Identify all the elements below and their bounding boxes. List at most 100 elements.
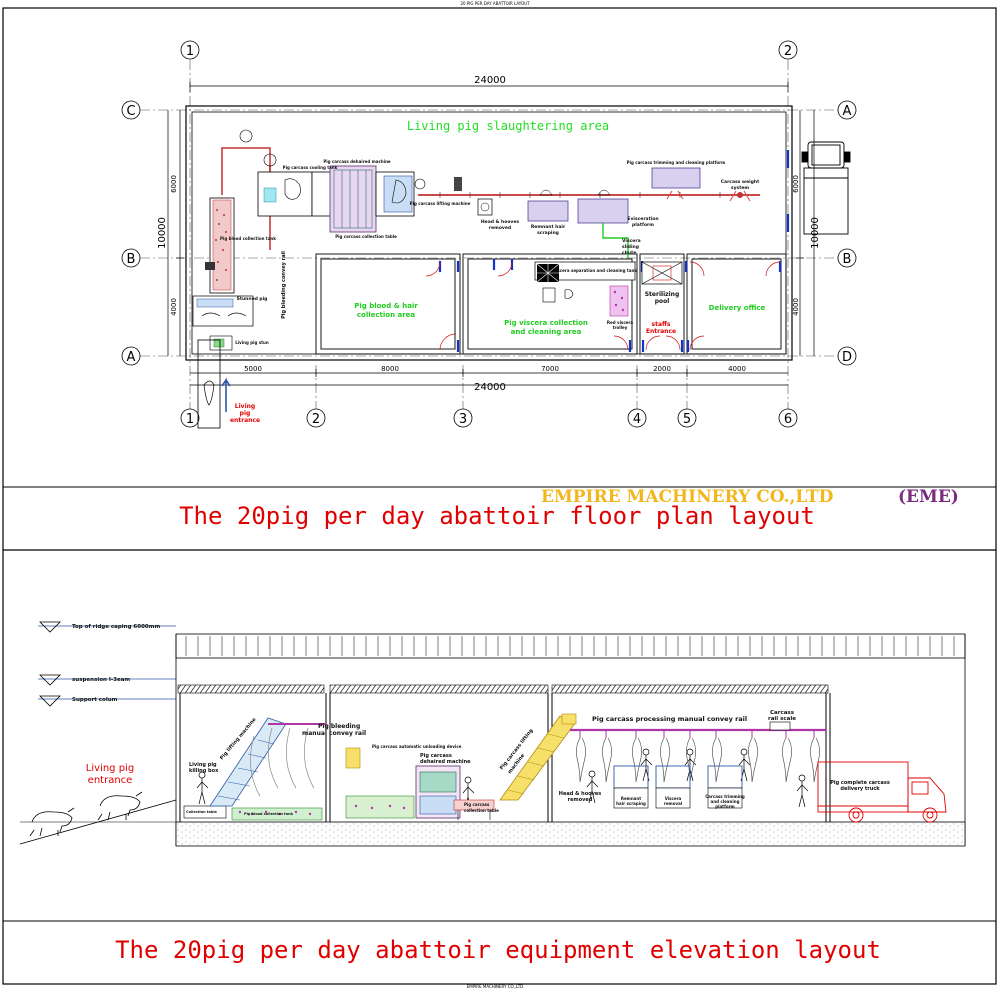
bottom-dim: 2000 bbox=[653, 365, 671, 373]
label-viscera-chute-3: chute bbox=[622, 250, 636, 256]
hanging-carcass bbox=[632, 732, 642, 783]
label-delivery-truck: Pig complete carcass bbox=[830, 780, 890, 786]
label-remnant: Remnant bbox=[621, 796, 641, 801]
label-head-hooves: Head & hooves bbox=[481, 219, 520, 225]
elevation-title: The 20pig per day abattoir equipment ele… bbox=[115, 936, 881, 964]
bottom-dim: 5000 bbox=[244, 365, 262, 373]
area-label-slaughtering: Living pig slaughtering area bbox=[407, 119, 609, 133]
i-beam bbox=[177, 684, 829, 694]
label-staff-entrance: staffs bbox=[652, 321, 671, 328]
roof-ribs bbox=[185, 636, 955, 656]
label-head-hooves-2: removed bbox=[489, 225, 511, 231]
svg-text:1: 1 bbox=[186, 412, 194, 427]
grid-bubble-right-d: D bbox=[837, 346, 857, 366]
right-total-dim: 10000 bbox=[810, 217, 821, 249]
grid-bubble-top-1: 1 bbox=[180, 40, 200, 60]
label-stunned: Stunned pig bbox=[237, 296, 268, 302]
label-lifting: Pig carcass lifting machine bbox=[410, 201, 471, 206]
hanging-carcass bbox=[660, 732, 670, 783]
station-tables bbox=[613, 787, 743, 809]
label-trimming: Pig carcass trimming and cleaning platfo… bbox=[627, 160, 726, 165]
sheet-border bbox=[2, 7, 997, 985]
label-weight: Carcass weight bbox=[721, 179, 760, 185]
svg-text:2: 2 bbox=[312, 412, 320, 427]
dehairing-block bbox=[257, 165, 426, 233]
label-blood-tank: Pig blood collection tank bbox=[220, 236, 276, 241]
dehairing-machine bbox=[415, 765, 461, 819]
dimension-lines bbox=[167, 82, 815, 386]
left-dim: 6000 bbox=[170, 175, 178, 193]
hanging-carcass bbox=[686, 732, 696, 783]
label-red-viscera: Red viscera bbox=[607, 320, 633, 325]
label-trimming-3: platform bbox=[715, 804, 734, 809]
processing-stations bbox=[613, 765, 743, 789]
svg-text:A: A bbox=[843, 104, 852, 119]
area-label-viscera-2: and cleaning area bbox=[511, 328, 582, 336]
label-unloading: Pig carcass automatic unloading device bbox=[372, 744, 462, 749]
grid-bubble-left-a: A bbox=[121, 346, 141, 366]
label-dehaired: Pig carcass dehaired machine bbox=[323, 159, 391, 164]
label-pig-entrance: Living bbox=[235, 403, 255, 410]
grid-bubble-right-a: A bbox=[837, 100, 857, 120]
label-sterilizing: Sterilizing bbox=[645, 291, 680, 298]
label-bleeding-rail-2: manual convey rail bbox=[302, 730, 366, 737]
hanging-carcass bbox=[810, 732, 820, 783]
label-killing-box: Living pig bbox=[189, 762, 217, 768]
level-ridge: Top of ridge caping 6000mm bbox=[72, 624, 160, 630]
svg-text:5: 5 bbox=[683, 412, 691, 427]
entrance-ramp bbox=[19, 799, 177, 845]
label-red-viscera-2: trolley bbox=[613, 325, 628, 330]
label-collection-small: Collection table bbox=[186, 810, 218, 814]
label-trimming: Carcass trimming bbox=[705, 794, 745, 799]
label-living-pig-entrance-2: entrance bbox=[88, 775, 133, 786]
label-viscera-tank: Viscera separation and cleaning tank bbox=[553, 268, 637, 273]
svg-text:A: A bbox=[127, 350, 136, 365]
label-delivery-truck-2: delivery truck bbox=[840, 786, 880, 792]
grid-bubble-bottom-5: 5 bbox=[677, 408, 697, 428]
label-remnant: Remnant hair bbox=[531, 224, 566, 230]
label-bleeding-rail: Pig bleeding bbox=[318, 723, 360, 730]
svg-text:4: 4 bbox=[633, 412, 641, 427]
label-staff-entrance-2: Entrance bbox=[646, 328, 676, 335]
unloading-device bbox=[345, 747, 415, 819]
area-label-blood-hair: Pig blood & hair bbox=[354, 302, 418, 310]
label-head-hooves-2: removed bbox=[568, 797, 593, 803]
worker-icon bbox=[796, 774, 809, 808]
label-pig-entrance-3: entrance bbox=[230, 417, 260, 424]
label-viscera-removal-2: removal bbox=[664, 801, 683, 806]
killing-box bbox=[183, 805, 323, 821]
carcass-lifting-machine bbox=[499, 713, 577, 801]
room-partitions bbox=[315, 253, 787, 355]
label-blood-tank: Pig blood collection tank bbox=[244, 812, 294, 816]
elevation: Top of ridge caping 6000mm suspension I-… bbox=[19, 621, 966, 847]
label-scale: Carcass bbox=[770, 710, 795, 716]
label-head-hooves: Head & hooves bbox=[559, 791, 601, 797]
pig-entrance-chute bbox=[197, 339, 231, 429]
grid-bubble-bottom-4: 4 bbox=[627, 408, 647, 428]
label-sterilizing-2: pool bbox=[655, 298, 670, 305]
grid-bubble-top-2: 2 bbox=[778, 40, 798, 60]
scale-hook bbox=[769, 721, 791, 731]
bottom-dim: 4000 bbox=[728, 365, 746, 373]
grid-bubble-bottom-1: 1 bbox=[180, 408, 200, 428]
label-dehaired-2: dehaired machine bbox=[420, 759, 471, 765]
overall-dim-bottom: 24000 bbox=[474, 382, 506, 393]
label-collection-table-2: collection table bbox=[464, 808, 499, 813]
outer-wall bbox=[185, 105, 793, 361]
svg-text:6: 6 bbox=[784, 412, 792, 427]
label-remnant-2: scraping bbox=[537, 230, 559, 236]
tiny-header-top: 20 PIG PER DAY ABATTOIR LAYOUT bbox=[460, 1, 530, 6]
label-evisceration: Evisceration bbox=[627, 216, 658, 222]
label-viscera-chute-2: sliding bbox=[622, 244, 639, 250]
grid-bubble-left-b: B bbox=[121, 248, 141, 268]
pig-icon bbox=[29, 807, 75, 837]
hanging-carcass bbox=[602, 732, 612, 783]
weight-system bbox=[729, 190, 751, 202]
label-collection-table: Pig carcass collection table bbox=[335, 234, 397, 239]
bottom-dim: 7000 bbox=[541, 365, 559, 373]
label-killing-box-2: killing box bbox=[189, 768, 219, 774]
label-living-pig-entrance: Living pig bbox=[86, 763, 134, 774]
grid-bubble-right-b: B bbox=[837, 248, 857, 268]
label-cooling-tank: Pig carcass cooling tank bbox=[283, 165, 338, 170]
